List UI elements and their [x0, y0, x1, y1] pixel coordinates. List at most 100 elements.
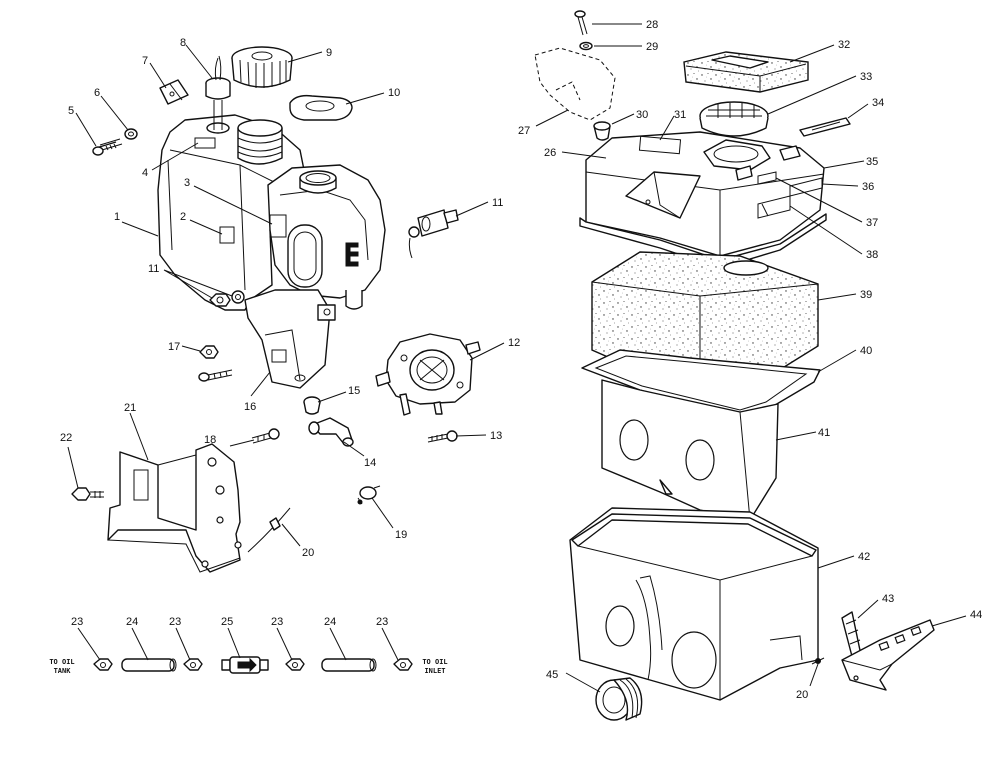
decal-strip-34: [799, 117, 851, 137]
callout-40: 40: [860, 345, 872, 357]
callout-2: 2: [180, 211, 186, 223]
callout-12: 12: [508, 337, 520, 349]
screw-28: [574, 10, 588, 36]
callout-5: 5: [68, 105, 74, 117]
callout-24-b: 24: [324, 616, 336, 628]
bolt-18: [251, 428, 280, 444]
callout-28: 28: [646, 19, 658, 31]
washer-6: [124, 128, 138, 140]
callout-36: 36: [862, 181, 874, 193]
callout-31: 31: [674, 109, 686, 121]
grommet-15: [303, 396, 321, 415]
washer-29: [579, 41, 593, 51]
airbox-base-42: [569, 507, 819, 701]
leader-lines: [67, 23, 967, 693]
clamp-23-d: [393, 658, 413, 671]
callout-labels: 1 2 3 4 5 6 7 8 9 10 11 11 12 13 14 15 1…: [60, 19, 982, 701]
oil-line-kit: [93, 656, 413, 674]
screw-13: [427, 430, 458, 443]
callout-1: 1: [114, 211, 120, 223]
baffle-plate-41: [601, 379, 779, 521]
callout-23-a: 23: [71, 616, 83, 628]
nut-washer-11: [209, 290, 245, 307]
callout-38: 38: [866, 249, 878, 261]
oil-pump-12: [375, 333, 481, 416]
screw-5: [92, 138, 123, 156]
cable-tie-20-right: [811, 657, 825, 665]
bolt-16: [198, 369, 233, 382]
callout-20-right: 20: [796, 689, 808, 701]
callout-45: 45: [546, 669, 558, 681]
callout-8: 8: [180, 37, 186, 49]
callout-34: 34: [872, 97, 884, 109]
oil-tank: [157, 114, 386, 389]
callout-23-b: 23: [169, 616, 181, 628]
callout-17: 17: [168, 341, 180, 353]
clip-7: [159, 79, 189, 105]
callout-9: 9: [326, 47, 332, 59]
callout-42: 42: [858, 551, 870, 563]
hose-24-b: [321, 658, 377, 672]
foam-pad-32: [683, 51, 809, 93]
clamp-23-a: [93, 658, 113, 671]
callout-14: 14: [364, 457, 376, 469]
clamp-19: [357, 485, 381, 505]
to-oil-tank-line2: TANK: [54, 667, 72, 675]
fitting-11-valve: [408, 209, 459, 259]
callout-35: 35: [866, 156, 878, 168]
cable-tie-20: [247, 507, 291, 553]
callout-4: 4: [142, 167, 148, 179]
flow-arrow-icon: [237, 657, 257, 673]
clamp-23-c: [285, 658, 305, 671]
callout-3: 3: [184, 177, 190, 189]
callout-39: 39: [860, 289, 872, 301]
callout-25: 25: [221, 616, 233, 628]
callout-15: 15: [348, 385, 360, 397]
brand-logo-icon: [345, 242, 359, 267]
to-oil-tank-line1: TO OIL: [49, 658, 74, 666]
callout-43: 43: [882, 593, 894, 605]
callout-24-a: 24: [126, 616, 138, 628]
decal-2: [219, 226, 235, 244]
airbox-lid-35: [579, 131, 827, 269]
callout-30: 30: [636, 109, 648, 121]
clamp-23-b: [183, 658, 203, 671]
nut-17: [199, 345, 219, 359]
callout-29: 29: [646, 41, 658, 53]
callout-21: 21: [124, 402, 136, 414]
callout-7: 7: [142, 55, 148, 67]
callout-33: 33: [860, 71, 872, 83]
callout-44: 44: [970, 609, 982, 621]
decal-3: [269, 214, 287, 238]
inline-filter-25: [221, 656, 269, 674]
callout-27: 27: [518, 125, 530, 137]
tank-cap-9: [231, 46, 293, 88]
decal-4: [194, 137, 216, 149]
to-oil-inlet-line2: INLET: [424, 667, 445, 675]
callout-13: 13: [490, 430, 502, 442]
callout-37: 37: [866, 217, 878, 229]
callout-26: 26: [544, 147, 556, 159]
callout-19: 19: [395, 529, 407, 541]
elbow-14: [308, 417, 354, 447]
callout-6: 6: [94, 87, 100, 99]
grille-33: [699, 101, 769, 137]
callout-32: 32: [838, 39, 850, 51]
callout-18: 18: [204, 434, 216, 446]
callout-16: 16: [244, 401, 256, 413]
level-sender-8: [205, 55, 231, 130]
bolt-22: [71, 487, 104, 501]
callout-11-left: 11: [148, 263, 159, 275]
callout-20-left: 20: [302, 547, 314, 559]
callout-41: 41: [818, 427, 830, 439]
intake-arm-27: [534, 47, 616, 121]
cap-10: [289, 94, 353, 121]
bracket-21: [107, 443, 242, 573]
callout-23-c: 23: [271, 616, 283, 628]
routing-notes: TO OIL TANK TO OIL INLET: [49, 658, 447, 675]
callout-23-d: 23: [376, 616, 388, 628]
callout-11-right: 11: [492, 197, 503, 209]
callout-22: 22: [60, 432, 72, 444]
callout-10: 10: [388, 87, 400, 99]
